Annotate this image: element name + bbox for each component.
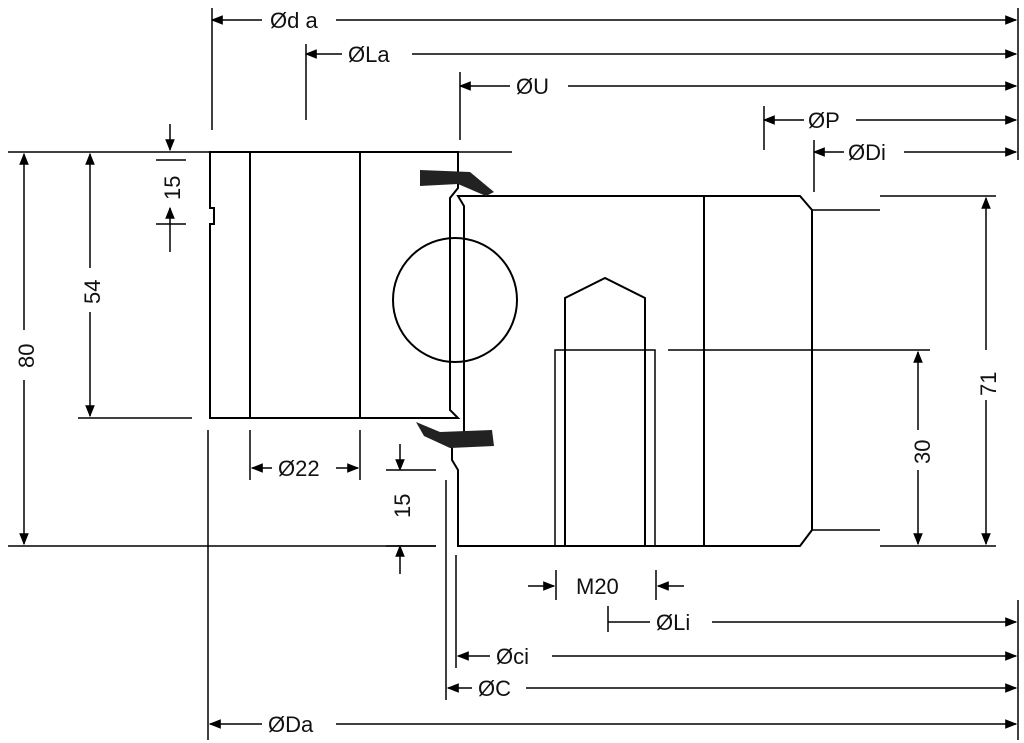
seal-bottom (416, 422, 494, 448)
dim-outer-step-label: 15 (160, 176, 185, 200)
dim-inner-height-label: 71 (976, 372, 1001, 396)
thread-outline (554, 349, 656, 546)
dim-inner-step-label: 15 (390, 494, 415, 518)
dim-li-label: ØLi (656, 610, 690, 635)
dim-hole-label: Ø22 (278, 456, 320, 481)
dim-total-height-label: 80 (14, 344, 39, 368)
dim-ci-label: Øci (496, 644, 529, 669)
dim-outer-bore-label: 54 (80, 280, 105, 304)
dim-u-label: ØU (516, 74, 549, 99)
seal-top (420, 170, 494, 196)
dim-thread-depth-label: 30 (910, 440, 935, 464)
inner-ring-bore (703, 195, 813, 547)
dim-p-label: ØP (808, 108, 840, 133)
dim-c-label: ØC (478, 676, 511, 701)
ball (392, 237, 518, 363)
dim-di-label: ØDi (848, 140, 886, 165)
outer-mounting-hole (249, 151, 361, 419)
outer-ring (209, 151, 461, 419)
dim-thread-label: M20 (576, 574, 619, 599)
inner-threaded-hole (564, 276, 646, 547)
dim-da-label: Ød a (270, 8, 318, 33)
dim-la-label: ØLa (348, 42, 390, 67)
dim-da-outer-label: ØDa (268, 712, 314, 737)
